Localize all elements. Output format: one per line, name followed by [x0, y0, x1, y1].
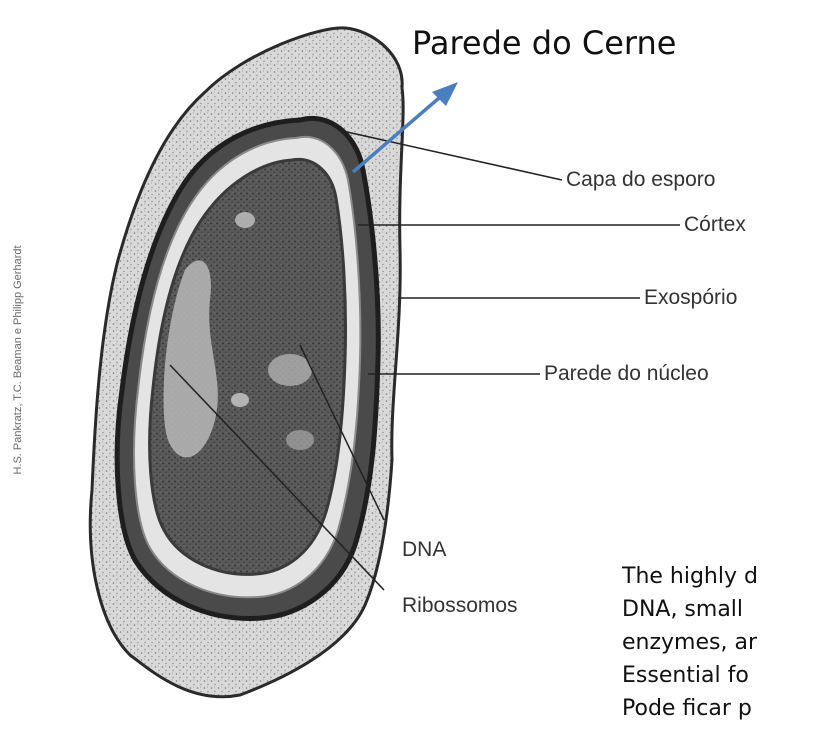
headline-title: Parede do Cerne — [412, 24, 676, 62]
label-dna: DNA — [402, 538, 446, 562]
nucleoid-light-spot — [231, 393, 249, 407]
label-capa-do-esporo: Capa do esporo — [566, 168, 715, 192]
nucleoid-light-spot — [268, 354, 312, 386]
caption-line: Essential fo — [622, 659, 817, 692]
label-parede-do-nucleo: Parede do núcleo — [544, 362, 709, 386]
label-cortex: Córtex — [684, 213, 746, 237]
nucleoid-light-spot — [286, 430, 314, 450]
label-ribossomos: Ribossomos — [402, 594, 518, 618]
caption-line: Pode ficar p — [622, 692, 817, 725]
nucleoid-light-spot — [235, 212, 255, 228]
label-exosporio: Exospório — [644, 286, 737, 310]
caption-text: The highly d DNA, small enzymes, ar Esse… — [622, 560, 817, 731]
caption-line: DNA, small — [622, 593, 817, 626]
caption-line: The highly d — [622, 560, 817, 593]
caption-line: enzymes, ar — [622, 626, 817, 659]
